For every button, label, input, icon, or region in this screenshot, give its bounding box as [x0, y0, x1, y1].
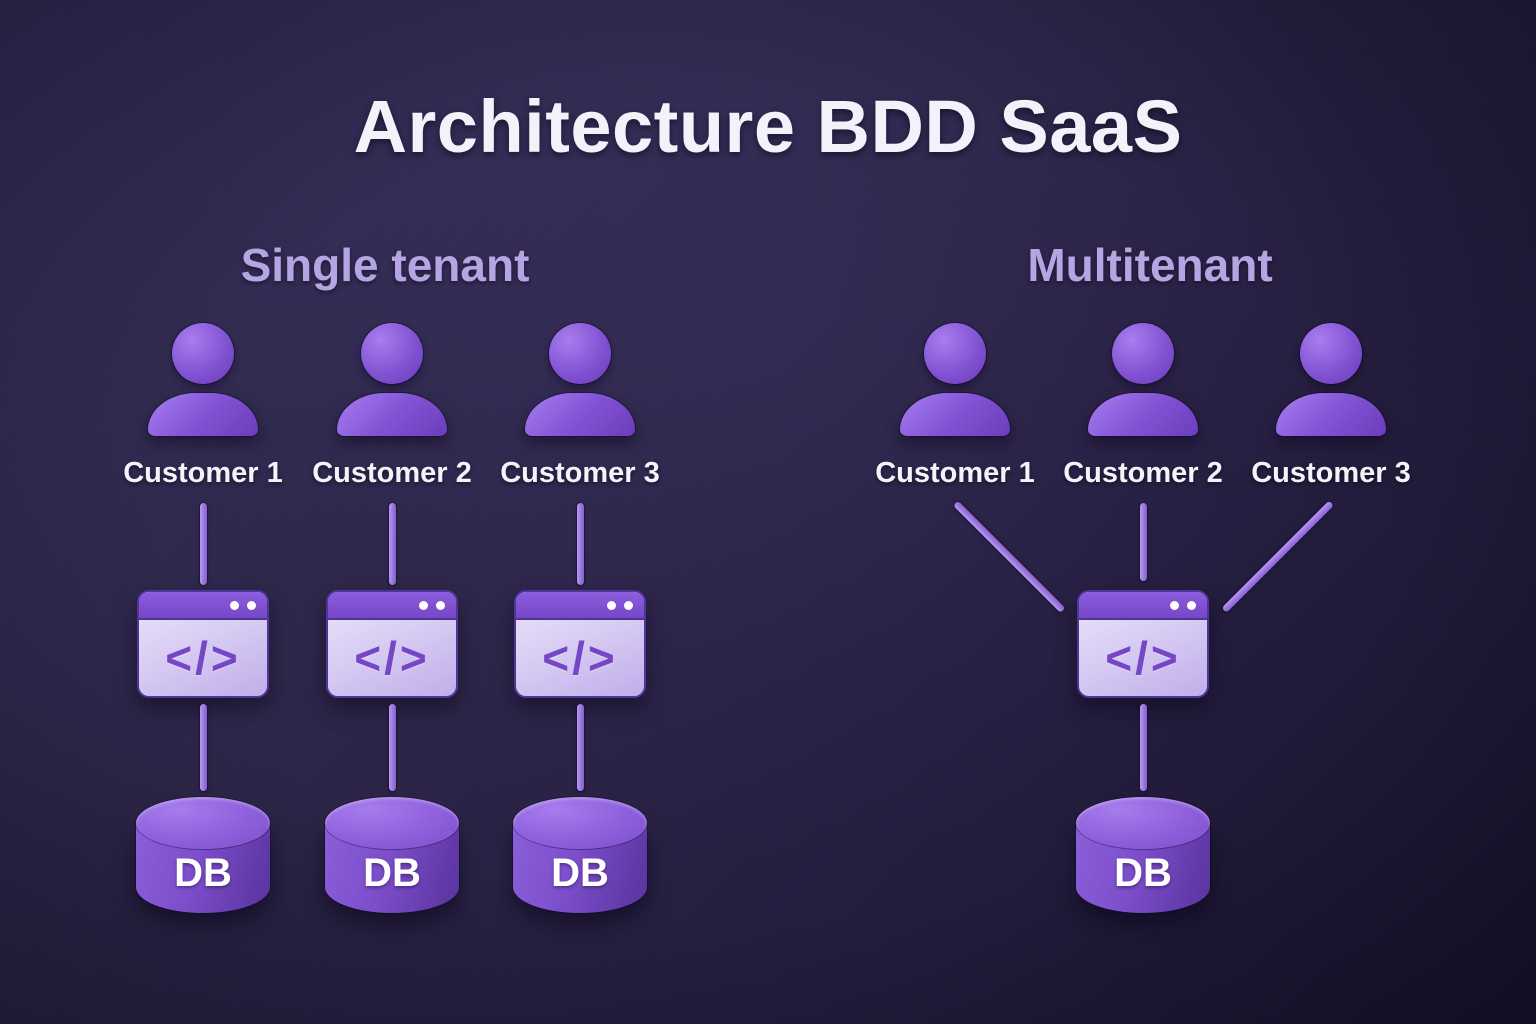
code-window-icon: </>	[1077, 590, 1209, 698]
window-titlebar	[516, 592, 644, 620]
customer-label: Customer 3	[1251, 457, 1411, 489]
user-torso-shape	[1088, 393, 1198, 436]
db-top-shape	[1076, 797, 1210, 849]
db-label: DB	[551, 850, 609, 895]
window-titlebar	[139, 592, 267, 620]
window-dot-icon	[624, 600, 633, 610]
window-dot-icon	[1187, 600, 1196, 610]
window-titlebar	[328, 592, 456, 620]
window-dot-icon	[419, 600, 428, 610]
code-glyph: </>	[165, 632, 241, 684]
user-head-shape	[172, 323, 234, 384]
database-cylinder-icon: DB	[325, 797, 459, 913]
window-dot-icon	[607, 600, 616, 610]
connector-customer3-to-app	[576, 503, 584, 585]
code-glyph: </>	[354, 632, 430, 684]
window-titlebar	[1079, 592, 1207, 620]
code-glyph: </>	[542, 632, 618, 684]
db-label: DB	[1114, 850, 1172, 895]
user-torso-shape	[148, 393, 258, 436]
customer-label: Customer 1	[123, 457, 283, 489]
database-cylinder-icon: DB	[1076, 797, 1210, 913]
connector-app2-to-db	[388, 704, 396, 791]
connector-shared-app-to-db	[1139, 704, 1147, 791]
window-body: </>	[139, 620, 267, 696]
user-icon	[1276, 323, 1386, 436]
user-torso-shape	[337, 393, 447, 436]
code-window-icon: </>	[514, 590, 646, 698]
window-body: </>	[328, 620, 456, 696]
connector-customer2-to-app	[388, 503, 396, 585]
connector-customer3-to-shared-app	[1221, 500, 1334, 613]
window-body: </>	[516, 620, 644, 696]
connector-customer1-to-app	[199, 503, 207, 585]
user-icon	[900, 323, 1010, 436]
connector-customer2-to-shared-app	[1139, 503, 1147, 581]
user-icon	[148, 323, 258, 436]
user-head-shape	[361, 323, 423, 384]
user-icon	[337, 323, 447, 436]
db-top-shape	[136, 797, 270, 849]
customer-label: Customer 2	[1063, 457, 1223, 489]
db-label: DB	[174, 850, 232, 895]
window-dot-icon	[436, 600, 445, 610]
code-window-icon: </>	[326, 590, 458, 698]
user-head-shape	[1112, 323, 1174, 384]
db-label: DB	[363, 850, 421, 895]
database-cylinder-icon: DB	[136, 797, 270, 913]
user-icon	[1088, 323, 1198, 436]
user-torso-shape	[525, 393, 635, 436]
user-icon	[525, 323, 635, 436]
window-body: </>	[1079, 620, 1207, 696]
customer-label: Customer 1	[875, 457, 1035, 489]
user-torso-shape	[900, 393, 1010, 436]
database-cylinder-icon: DB	[513, 797, 647, 913]
code-window-icon: </>	[137, 590, 269, 698]
section-heading-multitenant: Multitenant	[1027, 239, 1273, 291]
user-torso-shape	[1276, 393, 1386, 436]
window-dot-icon	[230, 600, 239, 610]
code-glyph: </>	[1105, 632, 1181, 684]
window-dot-icon	[247, 600, 256, 610]
connector-customer1-to-shared-app	[952, 500, 1065, 613]
user-head-shape	[549, 323, 611, 384]
user-head-shape	[924, 323, 986, 384]
section-heading-single-tenant: Single tenant	[240, 239, 530, 291]
user-head-shape	[1300, 323, 1362, 384]
window-dot-icon	[1170, 600, 1179, 610]
connector-app1-to-db	[199, 704, 207, 791]
customer-label: Customer 3	[500, 457, 660, 489]
db-top-shape	[513, 797, 647, 849]
diagram-title: Architecture BDD SaaS	[353, 85, 1183, 168]
customer-label: Customer 2	[312, 457, 472, 489]
connector-app3-to-db	[576, 704, 584, 791]
db-top-shape	[325, 797, 459, 849]
